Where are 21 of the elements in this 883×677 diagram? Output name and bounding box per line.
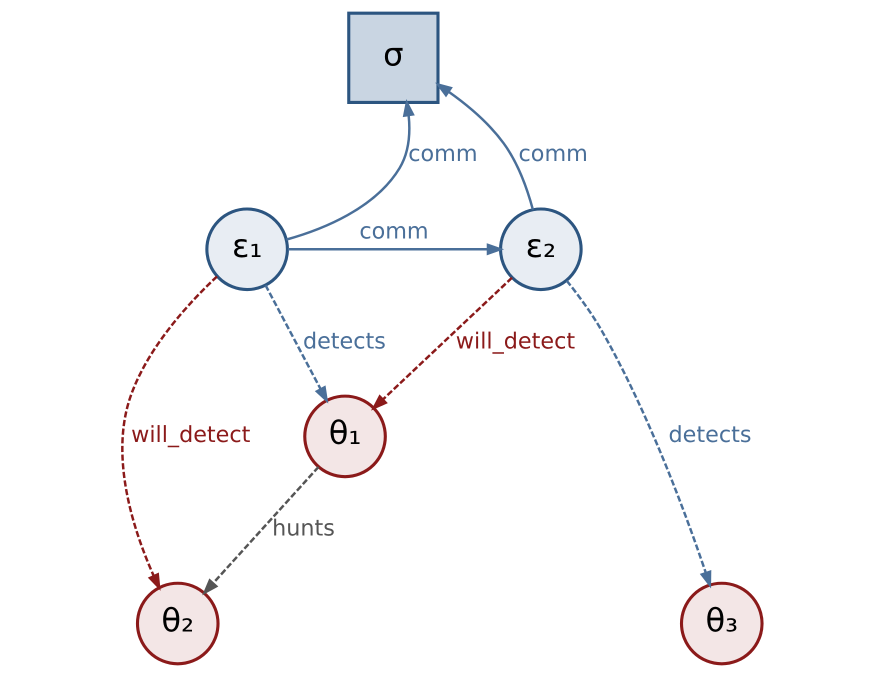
edge-label: detects [302, 328, 386, 354]
node-circle: θ₃ [679, 582, 764, 666]
arrow [120, 276, 218, 591]
arrow [288, 243, 504, 256]
edge-label: comm [518, 141, 588, 168]
arrow [264, 284, 328, 404]
node-box: σ [346, 12, 440, 104]
node-circle: θ₂ [135, 582, 220, 666]
edge-label: hunts [272, 515, 334, 542]
edge-label: will_detect [130, 422, 250, 448]
arrow [434, 82, 534, 210]
arrow [370, 276, 512, 411]
node-circle: ε₁ [204, 207, 288, 292]
arrow [285, 99, 414, 241]
edge-label: comm [408, 141, 478, 168]
edge-label: will_detect [455, 328, 575, 354]
arrow [202, 466, 319, 596]
edge-label: comm [358, 218, 428, 245]
node-circle: ε₂ [498, 207, 582, 292]
edge-label: detects [668, 422, 751, 448]
arrow [565, 280, 711, 588]
